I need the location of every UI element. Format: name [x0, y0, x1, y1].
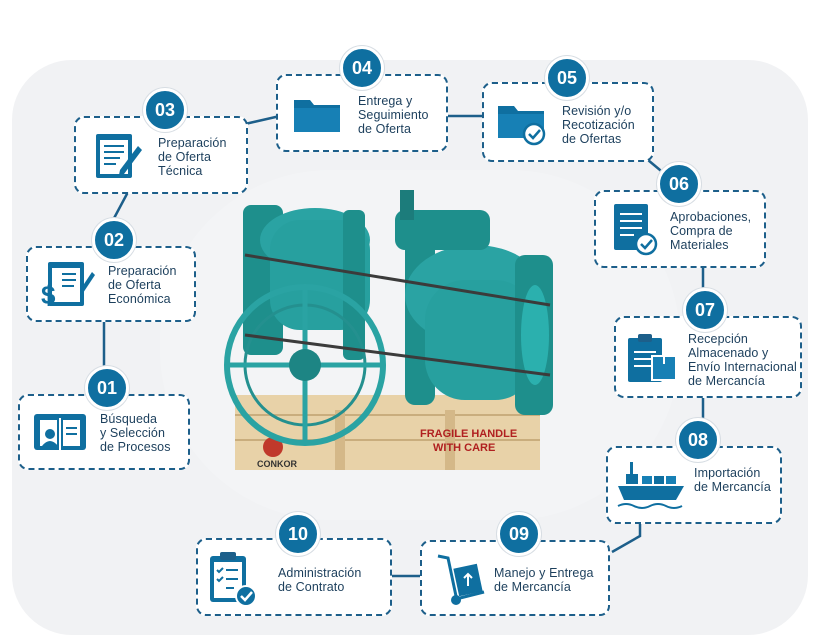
step-03-line-3: Técnica [158, 164, 203, 178]
step-badge-08: 08 [676, 418, 720, 462]
step-06-line-2: Compra de [670, 224, 733, 238]
step-05-line-1: Revisión y/o [562, 104, 632, 118]
step-01-line-2: y Selección [100, 426, 166, 440]
step-02-line-3: Económica [108, 292, 171, 306]
clipboard-box-icon [628, 334, 677, 382]
step-05-line-3: de Ofertas [562, 132, 622, 146]
step-04-line-2: Seguimiento [358, 108, 429, 122]
conkor-logo [263, 437, 283, 457]
step-01-line-3: de Procesos [100, 440, 171, 454]
book-icon [34, 414, 86, 450]
step-07-line-2: Almacenado y [688, 346, 769, 360]
step-06-line-3: Materiales [670, 238, 729, 252]
step-02-line-1: Preparación [108, 264, 177, 278]
step-badge-07: 07 [683, 288, 727, 332]
step-badge-02: 02 [92, 218, 136, 262]
step-badge-09: 09 [497, 512, 541, 556]
step-08-line-2: de Mercancía [694, 480, 771, 494]
step-02-line-2: de Oferta [108, 278, 162, 292]
step-04-line-1: Entrega y [358, 94, 413, 108]
step-badge-01: 01 [85, 366, 129, 410]
step-card-07: Recepción Almacenado y Envío Internacion… [614, 316, 802, 398]
step-badge-03: 03 [143, 88, 187, 132]
document-check-icon [614, 204, 658, 256]
document-pencil-icon [96, 134, 142, 178]
step-card-04: Entrega y Seguimiento de Oferta [276, 74, 448, 152]
conkor-brand-text: CONKOR [257, 459, 297, 469]
price-document-icon: $ [41, 262, 95, 310]
step-07-line-1: Recepción [688, 332, 748, 346]
crate-fragile-text: FRAGILE HANDLE [420, 428, 517, 440]
clipboard-checklist-icon [210, 552, 257, 607]
wooden-crate [235, 395, 540, 470]
folder-icon [294, 100, 340, 132]
step-badge-06: 06 [657, 162, 701, 206]
step-06-line-1: Aprobaciones, [670, 210, 752, 224]
cargo-ship-icon [617, 462, 684, 509]
folder-check-icon [498, 106, 546, 146]
crate-care-text: WITH CARE [433, 442, 495, 454]
step-09-line-1: Manejo y Entrega [494, 566, 594, 580]
step-card-09: Manejo y Entrega de Mercancía [420, 540, 610, 616]
step-09-line-2: de Mercancía [494, 580, 571, 594]
step-10-line-1: Administración [278, 566, 362, 580]
step-03-line-2: de Oferta [158, 150, 212, 164]
valve-product-photo: FRAGILE HANDLE WITH CARE CONKOR [224, 190, 553, 470]
step-01-line-1: Búsqueda [100, 412, 158, 426]
step-07-line-3: Envío Internacional [688, 360, 797, 374]
step-03-line-1: Preparación [158, 136, 227, 150]
svg-text:$: $ [41, 280, 56, 310]
step-badge-04: 04 [340, 46, 384, 90]
step-10-line-2: de Contrato [278, 580, 345, 594]
step-badge-10: 10 [276, 512, 320, 556]
step-card-06: Aprobaciones, Compra de Materiales [594, 190, 766, 268]
step-07-line-4: de Mercancía [688, 374, 765, 388]
hand-truck-icon [437, 554, 485, 605]
step-05-line-2: Recotización [562, 118, 635, 132]
step-04-line-3: de Oferta [358, 122, 412, 136]
step-08-line-1: Importación [694, 466, 761, 480]
step-badge-05: 05 [545, 56, 589, 100]
